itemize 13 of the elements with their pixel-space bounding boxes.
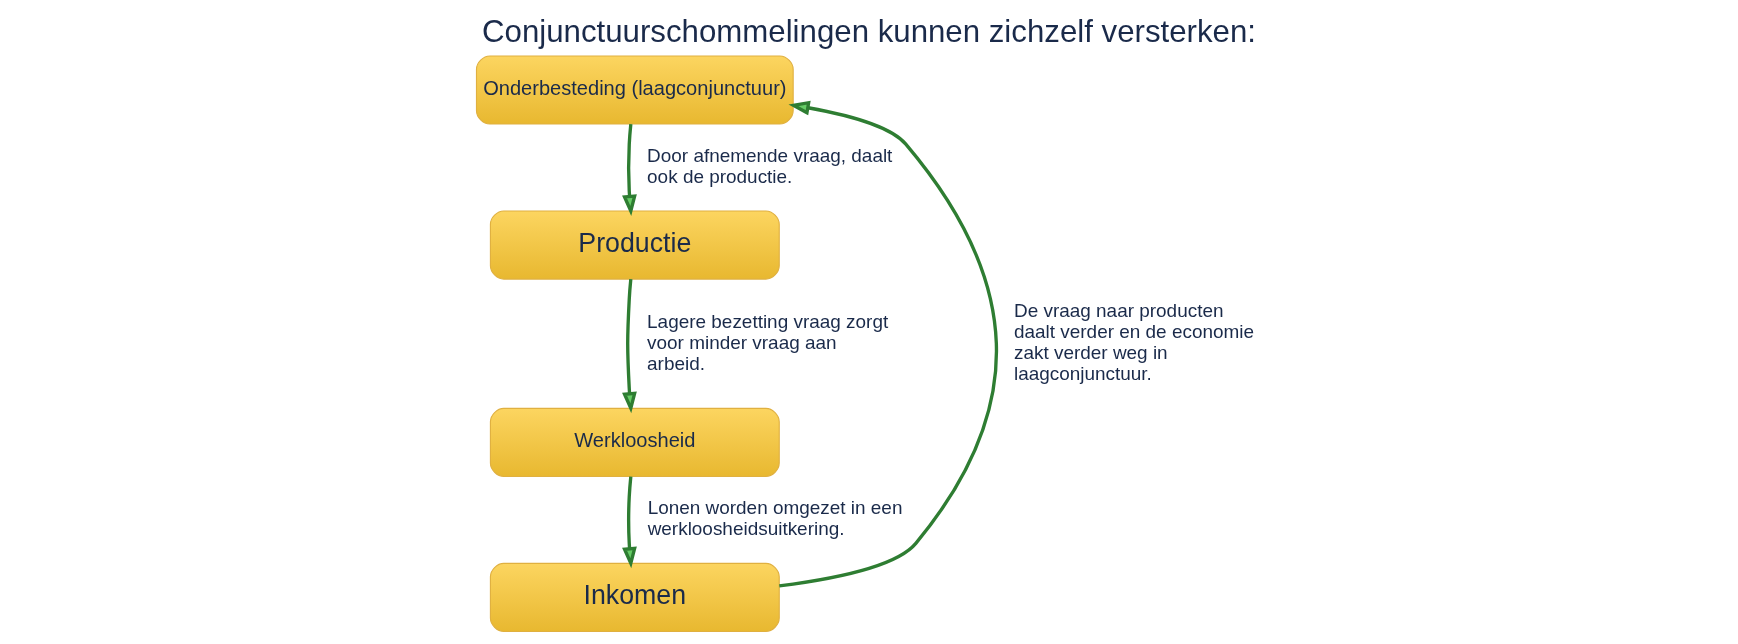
edge-label: De vraag naar producten daalt verder en de economie zakt verder weg in laagconjunctuur. xyxy=(1013,299,1254,385)
edge-label: Lagere bezetting vraag zorgt voor minder vraag aan arbeid. xyxy=(647,310,889,375)
edge-label: Lonen worden omgezet in een werkloosheidsuitkering. xyxy=(647,496,903,540)
node-box: Productie xyxy=(489,210,780,280)
arrow xyxy=(622,279,637,414)
arrow xyxy=(622,476,637,569)
diagram-title: Conjunctuurschommelingen kunnen zichzelf versterken: xyxy=(482,13,1256,49)
edge-label: Door afnemende vraag, daalt ook de productie. xyxy=(647,144,893,187)
node-box: Onderbesteding (laagconjunctuur) xyxy=(475,55,794,125)
arrow xyxy=(622,124,637,216)
node-box: Inkomen xyxy=(489,562,780,632)
arrow xyxy=(779,100,998,588)
node-box: Werkloosheid xyxy=(489,407,780,477)
